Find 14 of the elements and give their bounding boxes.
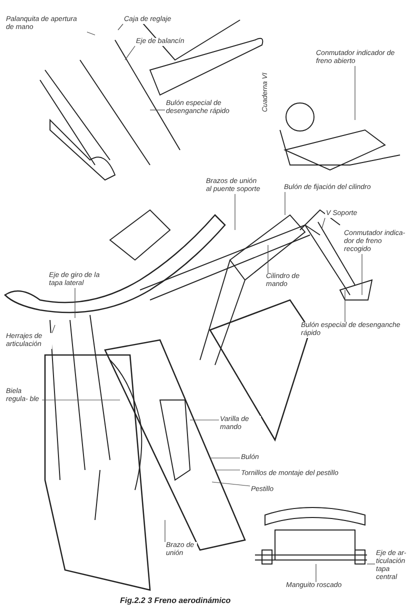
figure-caption: Fig.2.2 3 Freno aerodinámico	[120, 596, 231, 605]
leader-line	[284, 192, 286, 216]
leader-line	[118, 24, 124, 30]
leader-line	[354, 66, 356, 120]
leader-line	[52, 324, 56, 334]
leader-line	[322, 218, 326, 228]
hinge-drawing	[254, 507, 368, 564]
leader-line	[164, 520, 166, 542]
leader-line	[234, 194, 236, 230]
leader-line	[86, 32, 96, 36]
leader-line	[124, 46, 136, 60]
leader-line	[212, 482, 250, 486]
leader-line	[74, 288, 76, 318]
leader-line	[344, 290, 346, 322]
